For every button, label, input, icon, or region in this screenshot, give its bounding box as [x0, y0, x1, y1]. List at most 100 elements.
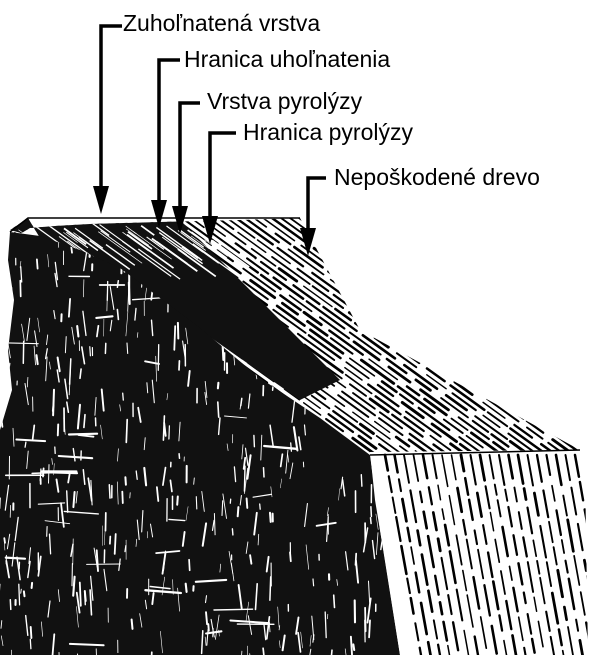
top-grain-stroke [488, 237, 522, 261]
front-crackle [206, 612, 207, 624]
top-grain-stroke [475, 241, 495, 255]
top-grain-stroke [515, 218, 538, 235]
top-grain-stroke [571, 258, 587, 270]
top-grain-stroke [554, 253, 576, 269]
front-crackle [222, 501, 223, 516]
top-grain-stroke [389, 218, 406, 230]
front-crackle [37, 259, 38, 268]
top-grain-stroke [470, 277, 494, 294]
top-grain-stroke [581, 272, 592, 296]
top-grain-stroke [0, 218, 11, 237]
top-grain-stroke [364, 233, 398, 257]
top-grain-stroke [335, 218, 360, 236]
top-grain-stroke [335, 237, 372, 264]
front-crackle [378, 273, 380, 296]
leader-char-boundary [159, 60, 180, 202]
top-grain-stroke [533, 335, 564, 357]
top-grain-stroke [467, 345, 492, 363]
top-grain-stroke [416, 218, 436, 232]
top-grain-stroke [442, 321, 455, 330]
front-crackle [374, 312, 375, 336]
top-grain-stroke [582, 260, 592, 270]
top-grain-stroke [490, 317, 510, 331]
top-grain-stroke [414, 321, 441, 341]
top-grain-stroke [368, 242, 399, 265]
top-grain-stroke [384, 234, 402, 247]
front-crackle [125, 477, 126, 484]
top-grain-stroke [388, 327, 410, 343]
front-crackle [291, 443, 292, 451]
front-crackle [49, 465, 50, 484]
top-grain-stroke [377, 294, 410, 318]
top-grain-stroke [565, 390, 583, 403]
front-crackle [186, 584, 187, 592]
top-grain-stroke [497, 218, 515, 231]
top-grain-stroke [429, 234, 466, 261]
top-grain-stroke [585, 482, 592, 506]
top-grain-stroke [468, 288, 498, 310]
front-crackle [369, 620, 370, 637]
top-grain-stroke [503, 307, 527, 324]
front-crackle [368, 233, 369, 245]
top-grain-stroke [458, 333, 495, 359]
front-check-crack [214, 609, 253, 610]
top-grain-stroke [376, 261, 389, 270]
top-grain-stroke [394, 248, 423, 269]
top-grain-stroke [362, 218, 374, 227]
top-grain-stroke [380, 270, 412, 293]
end-grain-stroke [584, 560, 586, 570]
front-crackle [85, 591, 86, 601]
front-crackle [21, 589, 22, 593]
top-grain-stroke [393, 273, 428, 298]
top-grain-stroke [476, 339, 499, 355]
front-crackle [174, 326, 175, 350]
front-crackle [126, 420, 127, 443]
front-crackle [260, 504, 261, 509]
top-grain-stroke [461, 218, 479, 231]
top-grain-stroke [510, 286, 536, 304]
top-grain-stroke [0, 316, 8, 332]
top-grain-stroke [422, 306, 436, 316]
front-crackle [24, 591, 25, 596]
top-grain-stroke [576, 392, 592, 419]
top-grain-stroke [547, 287, 563, 299]
top-grain-stroke [477, 366, 497, 380]
front-crackle [389, 280, 391, 305]
top-grain-stroke [586, 405, 592, 418]
top-grain-stroke [549, 268, 581, 291]
top-grain-stroke [487, 243, 524, 270]
front-crackle [132, 620, 133, 629]
top-grain-stroke [550, 276, 568, 289]
top-grain-stroke [444, 257, 461, 269]
top-grain-stroke [347, 253, 373, 272]
top-grain-stroke [371, 218, 402, 241]
top-grain-stroke [442, 328, 456, 338]
top-grain-stroke [412, 235, 439, 254]
top-grain-stroke [527, 266, 564, 292]
top-grain-stroke [534, 329, 553, 343]
front-crackle [264, 468, 265, 477]
top-grain-stroke [419, 311, 436, 323]
front-crackle [351, 637, 352, 655]
top-grain-stroke [380, 218, 410, 240]
top-grain-stroke [407, 218, 423, 230]
front-crackle [196, 497, 197, 509]
front-crackle [357, 268, 359, 281]
top-grain-stroke [574, 299, 592, 326]
front-crackle [84, 415, 85, 428]
top-grain-stroke [580, 239, 592, 258]
top-grain-stroke [527, 375, 564, 401]
top-grain-stroke [548, 365, 562, 375]
top-grain-stroke [502, 299, 535, 323]
top-grain-stroke [462, 362, 486, 379]
front-crackle [359, 300, 362, 316]
top-grain-stroke [436, 245, 456, 260]
top-grain-stroke [442, 295, 457, 306]
top-grain-stroke [464, 324, 484, 338]
top-grain-stroke [382, 278, 413, 300]
top-grain-stroke [521, 235, 558, 261]
top-grain-stroke [344, 218, 357, 228]
top-grain-stroke [572, 304, 592, 328]
front-crackle [348, 290, 349, 304]
